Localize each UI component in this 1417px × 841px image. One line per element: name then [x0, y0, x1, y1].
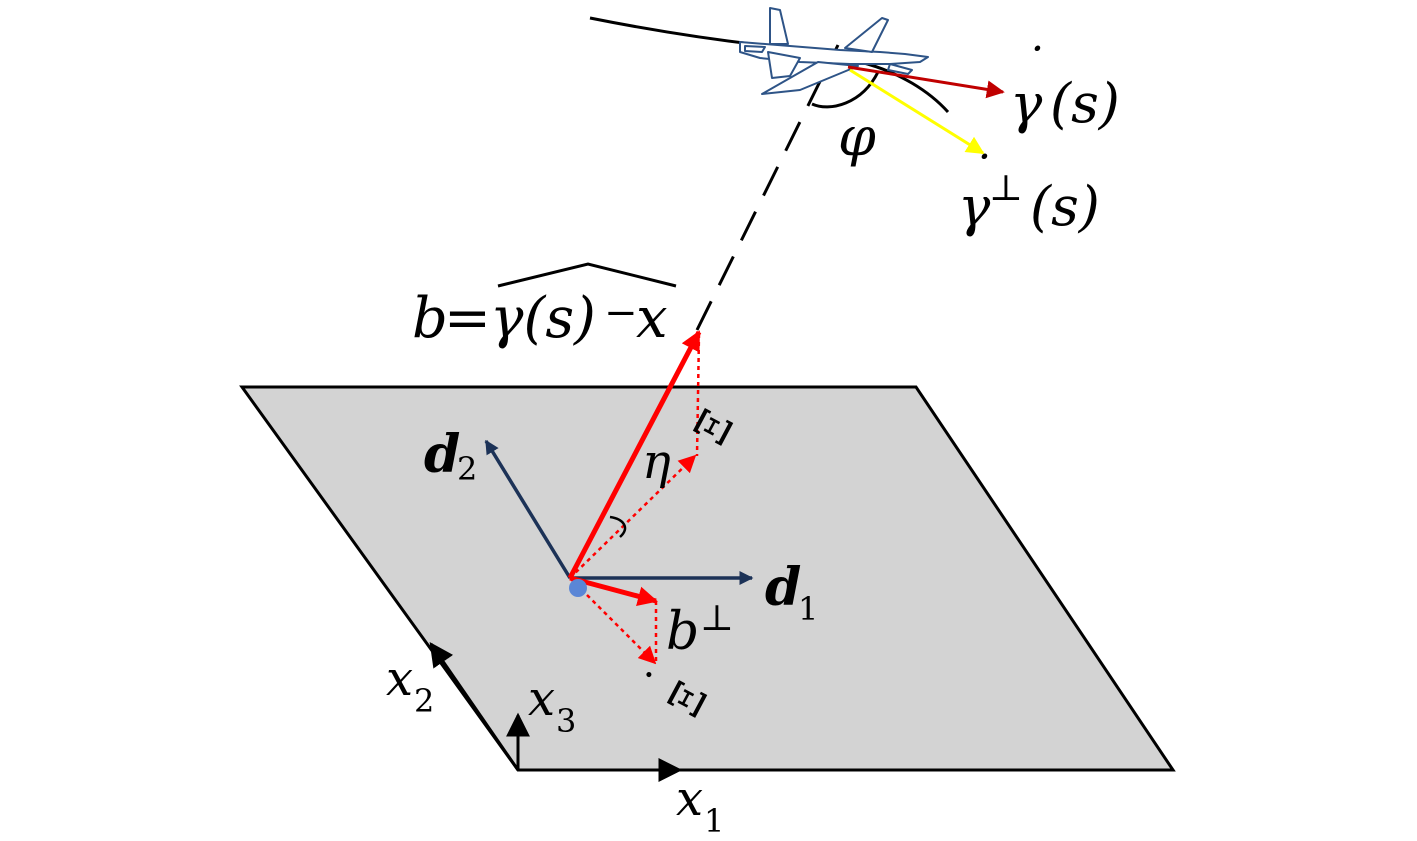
svg-text:˙: ˙: [1021, 38, 1045, 94]
svg-text:d: d: [424, 424, 460, 485]
hat-accent: [497, 262, 677, 288]
line-of-sight: [695, 44, 840, 331]
d2-vector: [484, 439, 572, 579]
x2-axis-arrow: [429, 642, 520, 771]
label-x2: x 2: [386, 651, 434, 720]
label-d1: d 1: [765, 557, 818, 628]
svg-text:x: x: [386, 651, 413, 707]
label-eta: η: [642, 434, 671, 490]
svg-text:2: 2: [414, 682, 434, 720]
svg-text:b: b: [666, 602, 699, 662]
svg-text:d: d: [765, 557, 801, 618]
gamma-dot-arrow: [847, 65, 1005, 99]
angle-phi-arc: [811, 71, 880, 109]
svg-text:2: 2: [457, 450, 477, 488]
svg-text:1: 1: [798, 590, 818, 628]
gamma-perp-arrow: [849, 68, 985, 155]
origin-point: [569, 579, 587, 597]
angle-eta-arc: [609, 515, 627, 538]
label-x3: x 3: [528, 671, 576, 740]
svg-text:x: x: [676, 771, 703, 827]
svg-text:⊥: ⊥: [700, 598, 734, 639]
svg-text:1: 1: [704, 802, 724, 840]
label-gamma-dot: ˙ γ (s): [1010, 38, 1120, 135]
svg-text:x: x: [528, 671, 555, 727]
svg-text:x: x: [636, 286, 668, 351]
label-b-definition: b = γ(s) − x: [412, 262, 677, 351]
label-x1: x 1: [676, 771, 724, 840]
svg-text:b: b: [412, 286, 448, 351]
svg-text:˙: ˙: [968, 146, 992, 202]
svg-text:=: =: [444, 286, 491, 351]
label-d2: d 2: [424, 424, 477, 488]
svg-text:γ(s): γ(s): [490, 286, 596, 351]
svg-text:−: −: [604, 290, 638, 336]
label-phi: φ: [838, 105, 876, 168]
svg-text:(s): (s): [1030, 175, 1100, 238]
svg-text:γ: γ: [958, 175, 991, 238]
label-gamma-perp: ˙ γ ⊥ (s): [958, 146, 1100, 238]
svg-text:⊥: ⊥: [989, 168, 1023, 209]
airplane-icon: [739, 7, 929, 95]
svg-text:3: 3: [556, 702, 576, 740]
svg-text:(s): (s): [1050, 72, 1120, 135]
svg-text:γ: γ: [1010, 72, 1043, 135]
label-b-perp: b ⊥: [666, 598, 734, 662]
b-vector: [567, 330, 702, 580]
b-projection-dotted: [569, 454, 697, 579]
